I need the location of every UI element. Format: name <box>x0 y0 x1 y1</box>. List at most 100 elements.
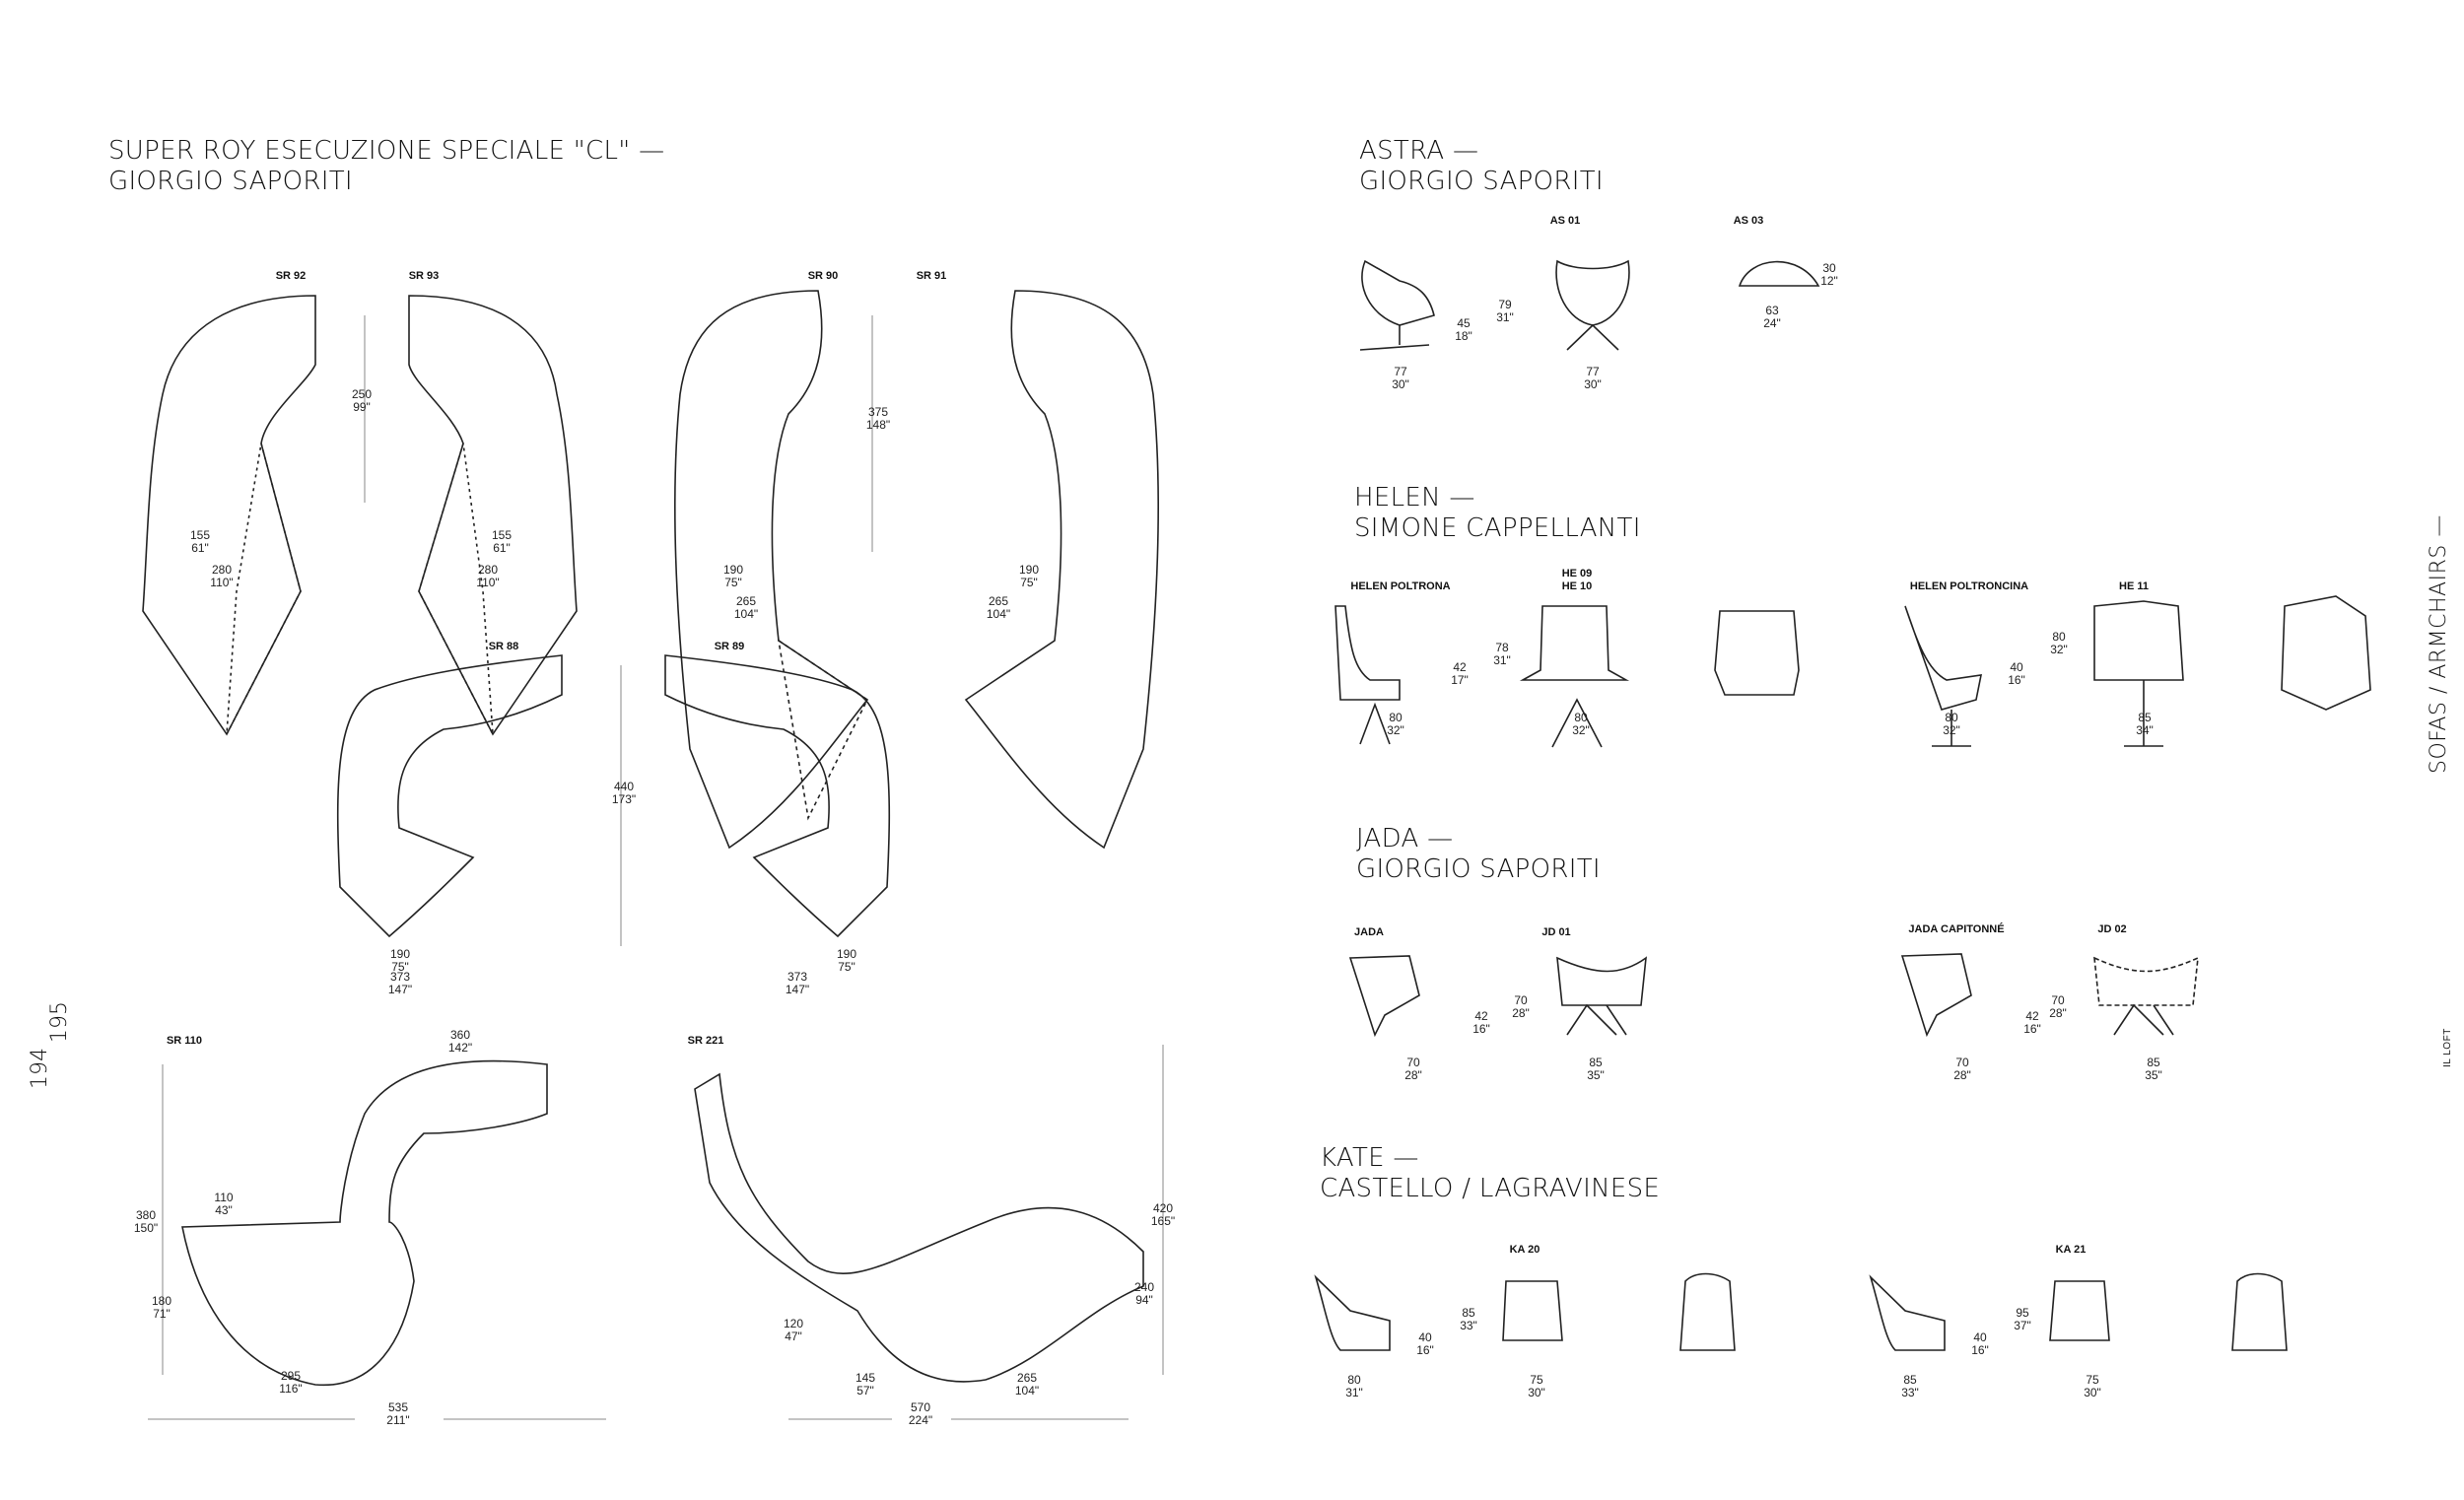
model-code: KA 21 <box>2055 1244 2087 1256</box>
model-code: JADA CAPITONNÉ <box>1908 923 2005 935</box>
dimension-value: 104" <box>733 607 759 621</box>
model-code-line: HE 09 <box>1561 568 1593 580</box>
model-code: JADA <box>1354 926 1384 938</box>
dimension-value: 180 <box>151 1294 172 1308</box>
dimension-value: 145 <box>855 1371 876 1385</box>
dimension-value: 28" <box>1512 1006 1530 1020</box>
dimension-value: 75" <box>391 960 409 974</box>
dimension-value: 420 <box>1152 1201 1174 1215</box>
dimension-value: 70 <box>2051 993 2065 1007</box>
dimension-value: 280 <box>211 563 233 577</box>
dimension-value: 77 <box>1586 365 1600 378</box>
model-code: HELEN POLTRONA <box>1350 580 1451 592</box>
dimension-value: 70 <box>1406 1056 1420 1069</box>
dimension-value: 150" <box>133 1221 159 1235</box>
dimension-value: 360 <box>449 1028 471 1042</box>
dimension-value: 190 <box>1018 563 1040 577</box>
chair-drawing-kate <box>1314 1272 2288 1351</box>
dimension-value: 80 <box>1945 711 1958 724</box>
dimension-value: 142" <box>447 1041 473 1055</box>
page-number-left: 194 <box>28 1048 52 1089</box>
dimension-value: 85 <box>1462 1306 1475 1320</box>
dimension-value: 440 <box>613 780 635 793</box>
dimension-value: 240 <box>1133 1280 1155 1294</box>
dimension-value: 33" <box>1901 1386 1919 1399</box>
dimension-value: 75 <box>1530 1373 1543 1387</box>
dimension-value: 85 <box>2147 1056 2160 1069</box>
dimension-value: 71" <box>153 1307 171 1321</box>
model-code: SR 92 <box>275 270 307 282</box>
dimension-value: 61" <box>493 541 511 555</box>
section-label: SOFAS / ARMCHAIRS — <box>2427 514 2451 774</box>
dimension-value: 190 <box>389 947 411 961</box>
dimension-value: 380 <box>135 1208 157 1222</box>
dimension-value: 224" <box>908 1413 933 1427</box>
section-title-kate: KATE — CASTELLO / LAGRAVINESE <box>1320 1143 1660 1204</box>
dimension-value: 34" <box>2136 723 2154 737</box>
sofa-drawing-sr93 <box>408 295 578 736</box>
dimension-value: 28" <box>1953 1068 1971 1082</box>
dimension-value: 42 <box>1474 1009 1488 1023</box>
dimension-value: 75 <box>2086 1373 2099 1387</box>
dimension-value: 40 <box>1973 1330 1987 1344</box>
dimension-value: 40 <box>1418 1330 1432 1344</box>
dimension-value: 32" <box>1387 723 1404 737</box>
model-code: JD 01 <box>1541 926 1571 938</box>
dimension-value: 70 <box>1514 993 1528 1007</box>
dimension-value: 17" <box>1451 673 1469 687</box>
title-line: SUPER ROY ESECUZIONE SPECIALE "CL" — <box>108 136 665 166</box>
chair-drawing-helen <box>1335 595 2371 748</box>
dimension-value: 70 <box>1955 1056 1969 1069</box>
designer-name: GIORGIO SAPORITI <box>108 167 353 196</box>
dimension-value: 373 <box>389 970 411 984</box>
dimension-value: 75" <box>1020 576 1038 589</box>
dimension-value: 57" <box>856 1384 874 1398</box>
chair-drawing-astra <box>1359 259 1820 351</box>
dimension-value: 190 <box>722 563 744 577</box>
title-line: HELEN — <box>1354 483 1475 512</box>
model-code: JD 02 <box>2097 923 2127 935</box>
dimension-value: 12" <box>1820 274 1838 288</box>
dimension-value: 570 <box>910 1400 931 1414</box>
dimension-value: 75" <box>838 960 856 974</box>
dimension-value: 30" <box>1528 1386 1545 1399</box>
dimension-value: 165" <box>1150 1214 1176 1228</box>
brand-label: IL LOFT <box>2442 1028 2453 1067</box>
sofa-drawing-sr110 <box>181 1059 548 1387</box>
dimension-value: 80 <box>1389 711 1403 724</box>
dimension-value: 265 <box>735 594 757 608</box>
dimension-value: 104" <box>986 607 1011 621</box>
chair-drawing-jada <box>1348 953 2199 1038</box>
sofa-drawing-sr90 <box>673 290 869 850</box>
title-line: KATE — <box>1320 1143 1419 1173</box>
